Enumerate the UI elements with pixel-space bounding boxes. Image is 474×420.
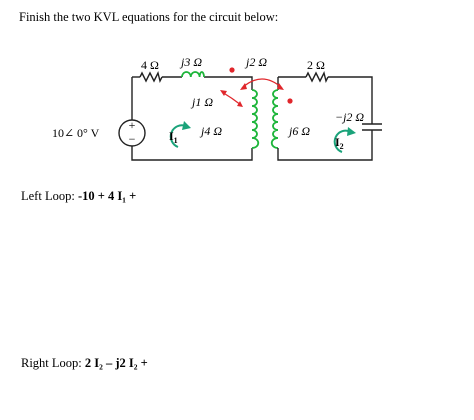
label-x-mutual-small: j1 Ω: [190, 95, 213, 109]
label-current-i2: I2: [335, 135, 344, 151]
current-arrow-i1: [169, 124, 187, 148]
resistor-2ohm: [305, 70, 329, 84]
label-current-i1: I1: [169, 129, 178, 145]
inductor-j6: [270, 89, 279, 149]
label-source: 10∠ 0° V: [52, 126, 100, 140]
voltage-source: [118, 119, 146, 147]
label-r-left: 4 Ω: [141, 58, 159, 72]
label-x-left-series: j3 Ω: [179, 55, 202, 69]
left-loop-expression: -10 + 4 I₁ +: [77, 189, 137, 203]
left-loop-label: Left Loop:: [21, 189, 75, 203]
question-text: Finish the two KVL equations for the cir…: [19, 10, 279, 24]
right-loop-expression: 2 I₂ – j2 I₂ +: [84, 356, 148, 370]
left-wire-l-to-node: [204, 76, 253, 90]
right-bottom-wire: [277, 130, 373, 161]
label-x-cap: −j2 Ω: [335, 110, 364, 124]
current-arrow-i2: [333, 129, 352, 153]
current-arrow-i1-head: [182, 121, 191, 130]
inductor-j3: [181, 71, 205, 78]
coupling-arrow-top-head-right: [277, 83, 284, 90]
left-bottom-wire: [131, 146, 253, 161]
right-loop-label: Right Loop:: [21, 356, 82, 370]
label-r-right: 2 Ω: [307, 58, 325, 72]
dot-mark-top: [229, 67, 235, 73]
coupling-arrow-top-head-left: [240, 83, 247, 90]
label-x-coupling: j2 Ω: [244, 55, 267, 69]
inductor-j4: [251, 89, 260, 149]
current-arrow-i2-head: [347, 127, 356, 136]
coupling-arrow-small-head-right: [237, 101, 243, 107]
right-loop-equation: Right Loop: 2 I₂ – j2 I₂ +: [21, 356, 148, 371]
source-minus: −: [129, 132, 136, 146]
source-plus: +: [129, 118, 136, 132]
coupling-arrow-small-head-left: [220, 90, 227, 96]
coupling-arrow-top: [241, 78, 283, 89]
right-top-wire-2: [328, 76, 373, 124]
resistor-4ohm: [139, 70, 163, 84]
label-x-right-shunt: j6 Ω: [287, 124, 310, 138]
dot-mark-right: [287, 98, 293, 104]
label-x-left-shunt: j4 Ω: [199, 124, 222, 138]
left-loop-equation: Left Loop: -10 + 4 I₁ +: [21, 189, 136, 204]
